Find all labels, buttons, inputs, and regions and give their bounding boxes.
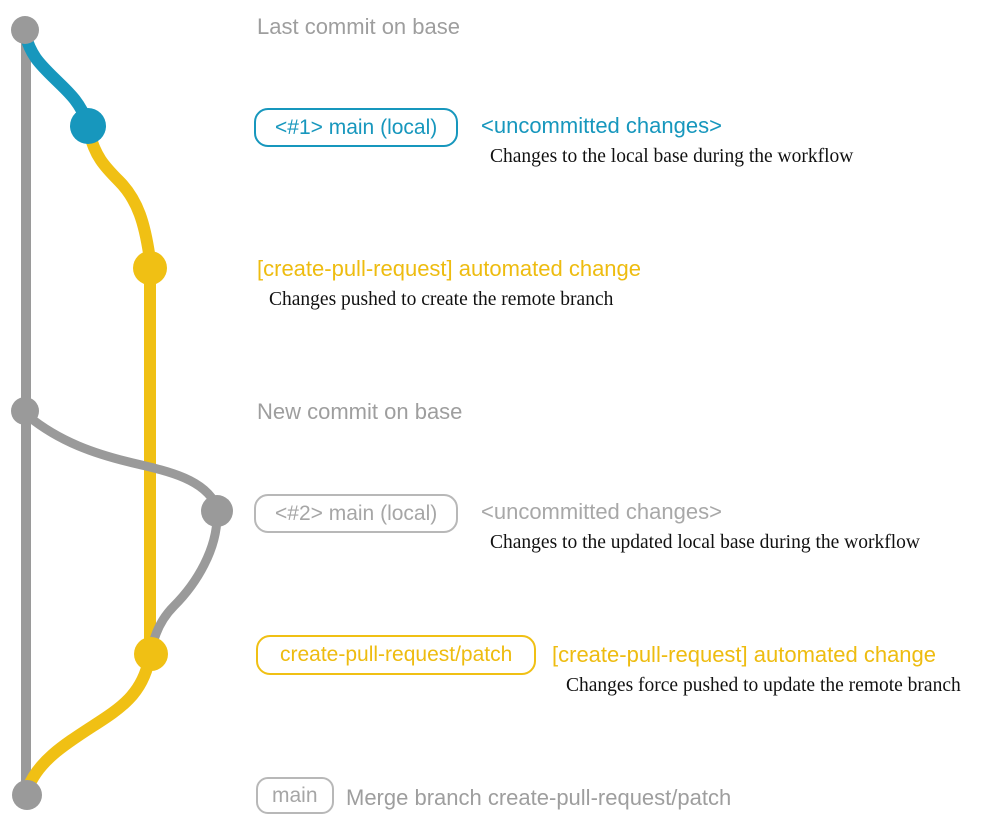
commit-dot-merge-commit xyxy=(12,780,42,810)
commit-dot-new-commit-on-base xyxy=(11,397,39,425)
commit-dot-last-commit-on-base xyxy=(11,16,39,44)
commit-title-uncommitted-changes-2: <uncommitted changes> xyxy=(481,499,722,524)
commit-caption-pushed-to-create-branch: Changes pushed to create the remote bran… xyxy=(269,289,614,310)
note-last-commit-on-base: Last commit on base xyxy=(257,14,460,39)
badge-create-pull-request-patch: create-pull-request/patch xyxy=(256,635,537,675)
note-merge-branch: Merge branch create-pull-request/patch xyxy=(346,785,732,810)
patch-branch-upper-curve xyxy=(83,126,156,266)
commit-caption-local-base-changes: Changes to the local base during the wor… xyxy=(490,146,854,167)
commit-dot-automated-change-2 xyxy=(134,637,168,671)
commit-title-uncommitted-changes-1: <uncommitted changes> xyxy=(481,113,722,138)
commit-title-automated-change-1: [create-pull-request] automated change xyxy=(257,256,642,281)
patch-branch-merge-curve xyxy=(22,654,155,794)
commit-caption-updated-local-base-changes: Changes to the updated local base during… xyxy=(490,532,920,553)
note-new-commit-on-base: New commit on base xyxy=(257,399,463,424)
commit-dot-main-local-2 xyxy=(201,495,233,527)
badge-main-local-1: <#1> main (local) xyxy=(254,108,459,147)
local-main-branch-line xyxy=(19,28,93,128)
badge-main: main xyxy=(256,777,334,814)
commit-caption-force-pushed-update: Changes force pushed to update the remot… xyxy=(566,675,961,696)
commit-title-automated-change-2: [create-pull-request] automated change xyxy=(552,642,937,667)
rebase-branch-lower-curve xyxy=(147,511,222,653)
commit-dot-main-local-1 xyxy=(70,108,106,144)
badge-main-local-2: <#2> main (local) xyxy=(254,494,459,533)
commit-dot-automated-change-1 xyxy=(133,251,167,285)
rebase-branch-upper-curve xyxy=(23,411,221,510)
